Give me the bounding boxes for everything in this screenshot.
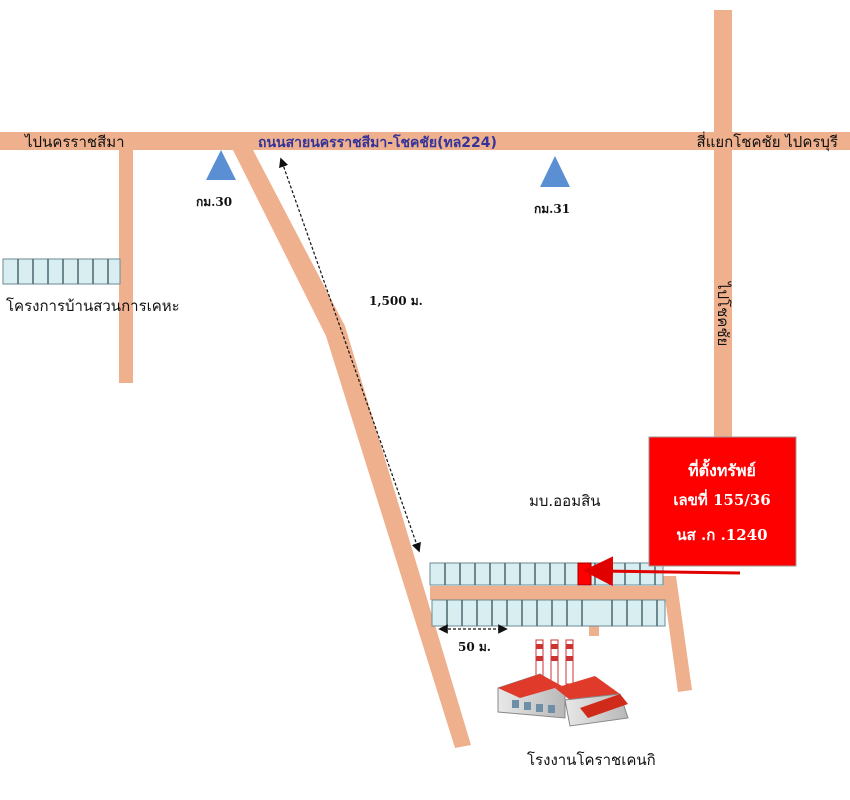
property-plot: [577, 562, 592, 586]
diagonal-road: [232, 148, 471, 748]
label-km30: กม.30: [196, 195, 232, 209]
label-road-name: ถนนสายนครราชสีมา-โชคชัย(ทล224): [258, 133, 497, 151]
label-project: โครงการบ้านสวนการเคหะ: [6, 297, 180, 315]
village-houses-top: [429, 562, 664, 586]
label-to-chok-chai: ไปโชคชัย: [714, 281, 732, 346]
right-vertical-road: [714, 10, 732, 440]
property-box-line1: ที่ตั้งทรัพย์: [688, 458, 756, 480]
village-right-road: [662, 576, 692, 692]
label-distance-50: 50 ม.: [458, 640, 491, 654]
property-box-line3: นส .ก .1240: [676, 526, 767, 544]
property-info-box: ที่ตั้งทรัพย์ เลขที่ 155/36 นส .ก .1240: [648, 436, 797, 567]
label-to-nakhon: ไปนครราชสีมา: [24, 133, 125, 151]
village-houses-bottom: [431, 599, 666, 627]
label-village: มบ.ออมสิน: [529, 492, 601, 510]
project-houses: [2, 258, 121, 285]
label-km31: กม.31: [534, 202, 570, 216]
distance-1500-dimension-line: [279, 157, 421, 553]
label-distance-1500: 1,500 ม.: [369, 294, 423, 308]
left-vertical-road: [119, 150, 133, 383]
property-pointer-arrow: [583, 556, 741, 587]
property-box-line2: เลขที่ 155/36: [673, 489, 770, 509]
roads: [0, 10, 850, 748]
village-road: [430, 586, 668, 600]
km31-triangle-marker-icon: [540, 156, 570, 187]
label-factory: โรงงานโคราชเคนกิ: [527, 751, 656, 769]
km30-triangle-marker-icon: [206, 150, 236, 180]
label-junction: สี่แยกโชคชัย ไปครบุรี: [697, 131, 838, 152]
main-road: [0, 132, 850, 150]
factory-icon: [497, 639, 629, 727]
